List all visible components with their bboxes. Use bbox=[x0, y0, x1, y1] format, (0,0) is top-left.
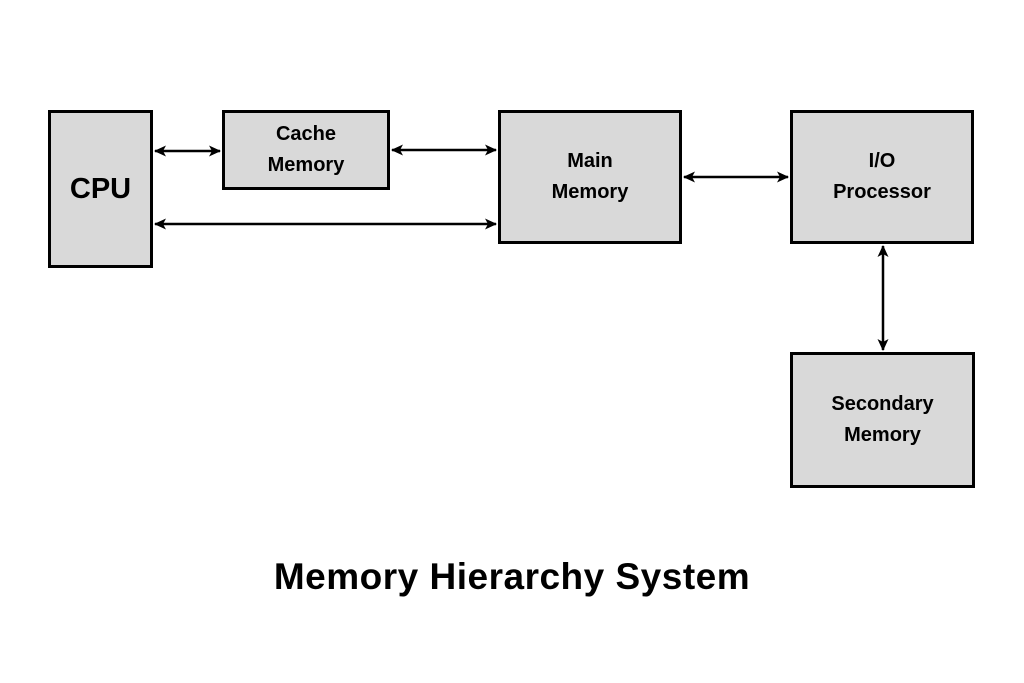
cache-memory-label-line2: Memory bbox=[267, 154, 345, 176]
secondary-memory-label-line2: Memory bbox=[844, 424, 921, 446]
io-processor-box: I/O Processor bbox=[790, 110, 974, 244]
main-memory-label-line1: Main bbox=[567, 150, 613, 172]
cpu-box: CPU bbox=[48, 110, 153, 268]
main-memory-box: Main Memory bbox=[498, 110, 682, 244]
io-processor-label-line1: I/O bbox=[868, 150, 896, 172]
diagram-title: Memory Hierarchy System bbox=[273, 556, 751, 597]
secondary-memory-label-line1: Secondary bbox=[831, 393, 934, 415]
cache-memory-box: Cache Memory bbox=[222, 110, 390, 190]
cache-memory-label-line1: Cache bbox=[275, 123, 337, 145]
secondary-memory-box: Secondary Memory bbox=[790, 352, 975, 488]
cpu-label: CPU bbox=[69, 172, 132, 205]
io-processor-label-line2: Processor bbox=[833, 181, 931, 203]
main-memory-label-line2: Memory bbox=[551, 181, 629, 203]
